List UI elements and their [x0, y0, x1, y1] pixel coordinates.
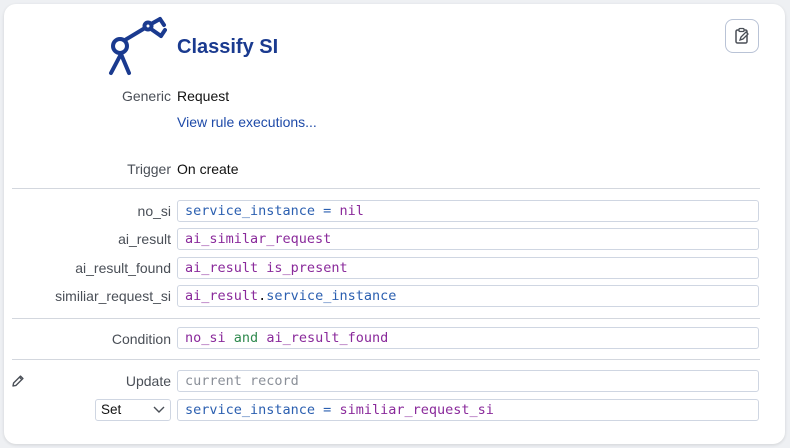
code-token: ai_result: [185, 260, 259, 276]
divider: [12, 359, 760, 360]
pencil-icon[interactable]: [11, 374, 25, 388]
code-token: is_present: [266, 260, 348, 276]
clipboard-edit-icon: [735, 27, 749, 44]
code-token: ai_similar_request: [185, 231, 332, 247]
action-select[interactable]: Set: [95, 399, 171, 421]
variable-label: similiar_request_si: [55, 288, 171, 304]
code-token: service_instance: [185, 203, 316, 219]
variable-expression-field[interactable]: ai_result.service_instance: [177, 285, 759, 307]
code-token: service_instance: [185, 402, 316, 418]
condition-field[interactable]: no_si and ai_result_found: [177, 327, 759, 349]
code-token: =: [315, 203, 340, 219]
variable-expression-field[interactable]: ai_similar_request: [177, 228, 759, 250]
page-title: Classify SI: [177, 36, 279, 58]
divider: [12, 188, 760, 189]
chevron-down-icon: [153, 406, 165, 413]
divider: [12, 318, 760, 319]
variable-label: ai_result_found: [75, 260, 171, 276]
code-token: and: [233, 330, 259, 346]
action-select-value: Set: [101, 402, 122, 417]
code-token: similiar_request_si: [339, 402, 494, 418]
condition-label: Condition: [111, 331, 171, 347]
view-rule-executions-link[interactable]: View rule executions...: [177, 114, 317, 130]
code-token: =: [315, 402, 340, 418]
robot-arm-icon: [109, 17, 167, 75]
trigger-label: Trigger: [127, 161, 171, 177]
code-token: ai_result: [185, 288, 259, 304]
code-token: [226, 330, 234, 346]
variable-expression-field[interactable]: ai_result is_present: [177, 257, 759, 279]
code-token: nil: [339, 203, 364, 219]
code-token: ai_result_found: [266, 330, 389, 346]
update-target-input[interactable]: current record: [177, 370, 759, 392]
trigger-value: On create: [177, 161, 239, 177]
code-token: service_instance: [266, 288, 397, 304]
variable-label: no_si: [137, 203, 171, 219]
generic-value: Request: [177, 88, 230, 104]
update-expression-field[interactable]: service_instance = similiar_request_si: [177, 399, 759, 421]
clipboard-button[interactable]: [725, 19, 759, 53]
update-label: Update: [125, 373, 171, 389]
generic-label: Generic: [121, 88, 171, 104]
variable-label: ai_result: [118, 231, 171, 247]
variable-expression-field[interactable]: service_instance = nil: [177, 200, 759, 222]
code-token: no_si: [185, 330, 226, 346]
code-token: .: [258, 288, 267, 304]
